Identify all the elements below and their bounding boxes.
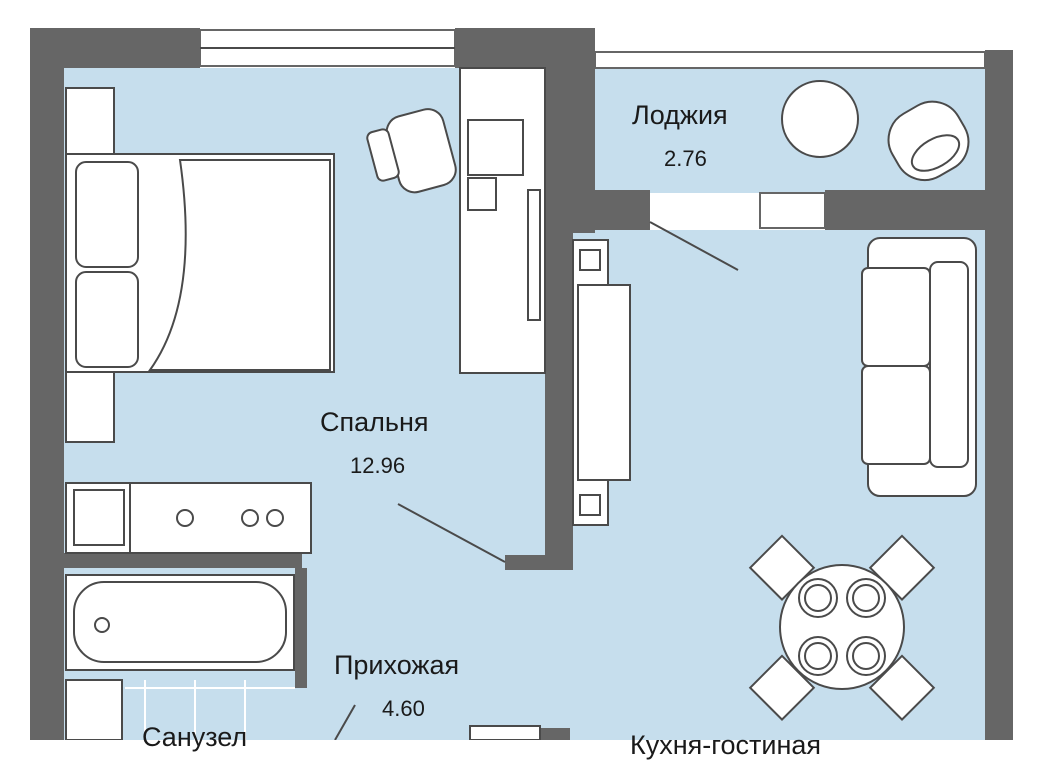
- sofa: [861, 237, 977, 497]
- round-table: [781, 80, 859, 158]
- room-name-bedroom: Спальня: [320, 407, 429, 437]
- bed: [65, 87, 335, 443]
- room-name-loggia: Лоджия: [632, 100, 728, 130]
- room-name-bathroom: Санузел: [142, 722, 248, 752]
- walls: [30, 28, 1013, 740]
- kitchen-cabinet: [469, 725, 541, 740]
- tv: [577, 284, 631, 481]
- door-bathroom: [334, 704, 356, 740]
- bathroom-tiles: [125, 680, 295, 740]
- door-loggia: [649, 221, 739, 271]
- room-area-hallway: 4.60: [382, 696, 425, 721]
- room-name-hallway: Прихожая: [334, 650, 460, 680]
- room-name-kitchen-living: Кухня-гостиная: [630, 730, 822, 760]
- armchair: [887, 100, 970, 182]
- wardrobe: [65, 482, 312, 554]
- laptop-icon: [467, 119, 524, 176]
- window-loggia: [594, 51, 986, 69]
- dining-table: [748, 534, 936, 721]
- window-living: [759, 192, 826, 229]
- room-area-bedroom: 12.96: [350, 453, 406, 478]
- office-chair: [366, 108, 457, 194]
- floor-plan: [30, 28, 1013, 740]
- sink: [65, 679, 123, 740]
- hall-floor: [300, 565, 550, 740]
- door-bedroom: [397, 503, 506, 563]
- bathtub: [65, 574, 295, 671]
- room-area-loggia: 2.76: [664, 146, 707, 171]
